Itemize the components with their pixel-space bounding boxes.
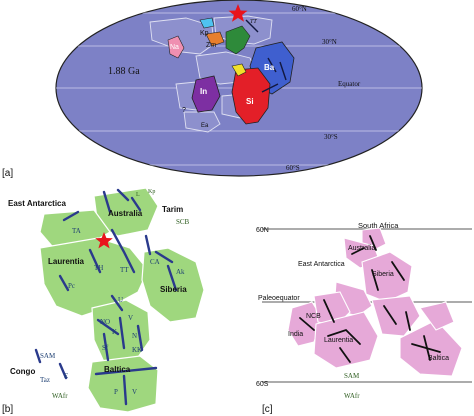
na-block: [167, 35, 185, 59]
label-kp: Kp: [200, 30, 209, 37]
label-taz: Taz: [40, 376, 50, 384]
label-60n-c: 60N: [256, 227, 269, 234]
label-ba: Ba: [264, 63, 275, 72]
age-label: 1.88 Ga: [108, 66, 140, 77]
label-tarim: Tarim: [162, 205, 183, 214]
label-p: P: [114, 388, 118, 396]
label-si: Si: [246, 97, 254, 106]
laurentia-block: [39, 237, 149, 317]
panel-c: 60N Paleoequator 60S South Africa Austra…: [256, 221, 472, 415]
si-block: [231, 67, 271, 125]
label-pc: Pc: [68, 282, 75, 290]
label-l: L: [136, 192, 140, 198]
label-v-bottom: V: [132, 388, 137, 396]
label-sam-b: SAM: [40, 352, 56, 360]
orogen-lines-b: [34, 188, 178, 406]
star-marker-b: [95, 232, 113, 249]
label-60s-c: 60S: [256, 381, 269, 388]
panel-a: Kp Zm Na TT Ba Si In Ea ? 1.88 Ga 60°N 3…: [2, 0, 423, 179]
label-ta: TA: [72, 227, 81, 235]
label-sam-c: SAM: [344, 372, 360, 380]
label-tt: TT: [250, 19, 257, 25]
label-laurentia-c: Laurentia: [324, 337, 353, 344]
label-wafr-c: WAfr: [344, 392, 360, 400]
label-wafr-b: WAfr: [52, 392, 68, 400]
label-south-africa-c: South Africa: [358, 221, 399, 230]
yellow-block: [231, 63, 247, 77]
lat-30s: 30°S: [324, 133, 338, 141]
star-marker-a: [228, 4, 248, 22]
lat-60s: 60°S: [286, 164, 300, 172]
label-australia-b: Australia: [108, 209, 143, 218]
orogen-lines-c: [299, 235, 441, 363]
label-kk: KK: [132, 346, 142, 354]
label-ca: CA: [150, 258, 160, 266]
label-no: NO: [100, 318, 110, 326]
label-e: E: [64, 372, 68, 380]
panel-b: East Antarctica Australia Tarim SCB Kp L…: [2, 187, 205, 415]
lat-30n: 30°N: [322, 38, 337, 46]
label-laurentia-b: Laurentia: [48, 257, 85, 266]
label-australia-c: Australia: [348, 245, 375, 252]
panel-c-label: [c]: [262, 404, 273, 415]
label-india-c: India: [288, 331, 303, 338]
tt-block: [225, 25, 251, 55]
center-c-block: [371, 295, 421, 337]
in-block: [191, 75, 221, 113]
label-v-mid: V: [128, 314, 133, 322]
label-east-antarctica-b: East Antarctica: [8, 199, 67, 208]
zm-block: [205, 31, 225, 47]
label-sf: Sf: [102, 344, 109, 352]
label-siberia-b: Siberia: [160, 285, 187, 294]
label-th: TH: [94, 264, 103, 272]
label-paleoequator: Paleoequator: [258, 295, 300, 302]
label-zm: Zm: [206, 42, 216, 49]
panel-b-label: [b]: [2, 404, 13, 415]
label-scb: SCB: [176, 218, 190, 226]
panel-a-label: [a]: [2, 168, 13, 179]
label-k: K: [112, 328, 117, 336]
label-ak: Ak: [176, 268, 185, 276]
label-n: N: [132, 332, 137, 340]
india-c-block: [287, 301, 323, 347]
pink-continents: [287, 227, 463, 377]
label-in: In: [200, 87, 207, 96]
lat-equator: Equator: [338, 80, 361, 88]
small-right-block: [419, 301, 455, 331]
label-question: ?: [182, 107, 186, 114]
label-congo: Congo: [10, 367, 35, 376]
label-siberia-c: Siberia: [372, 271, 394, 278]
lat-60n: 60°N: [292, 5, 307, 13]
label-east-antarctica-c: East Antarctica: [298, 261, 345, 268]
label-ncb-c: NCB: [306, 313, 321, 320]
label-baltica-c: Baltica: [428, 355, 449, 362]
laurentia-c-block: [313, 311, 379, 369]
label-u: U: [118, 296, 123, 304]
label-na: Na: [170, 44, 179, 51]
label-kp-b: Kp: [148, 189, 155, 195]
kp-block: [199, 17, 215, 29]
label-ea: Ea: [201, 123, 209, 129]
orogen-lines-a: [245, 19, 287, 93]
siberia-block: [141, 247, 205, 323]
label-tt-b: TT: [120, 266, 129, 274]
label-baltica-b: Baltica: [104, 365, 131, 374]
